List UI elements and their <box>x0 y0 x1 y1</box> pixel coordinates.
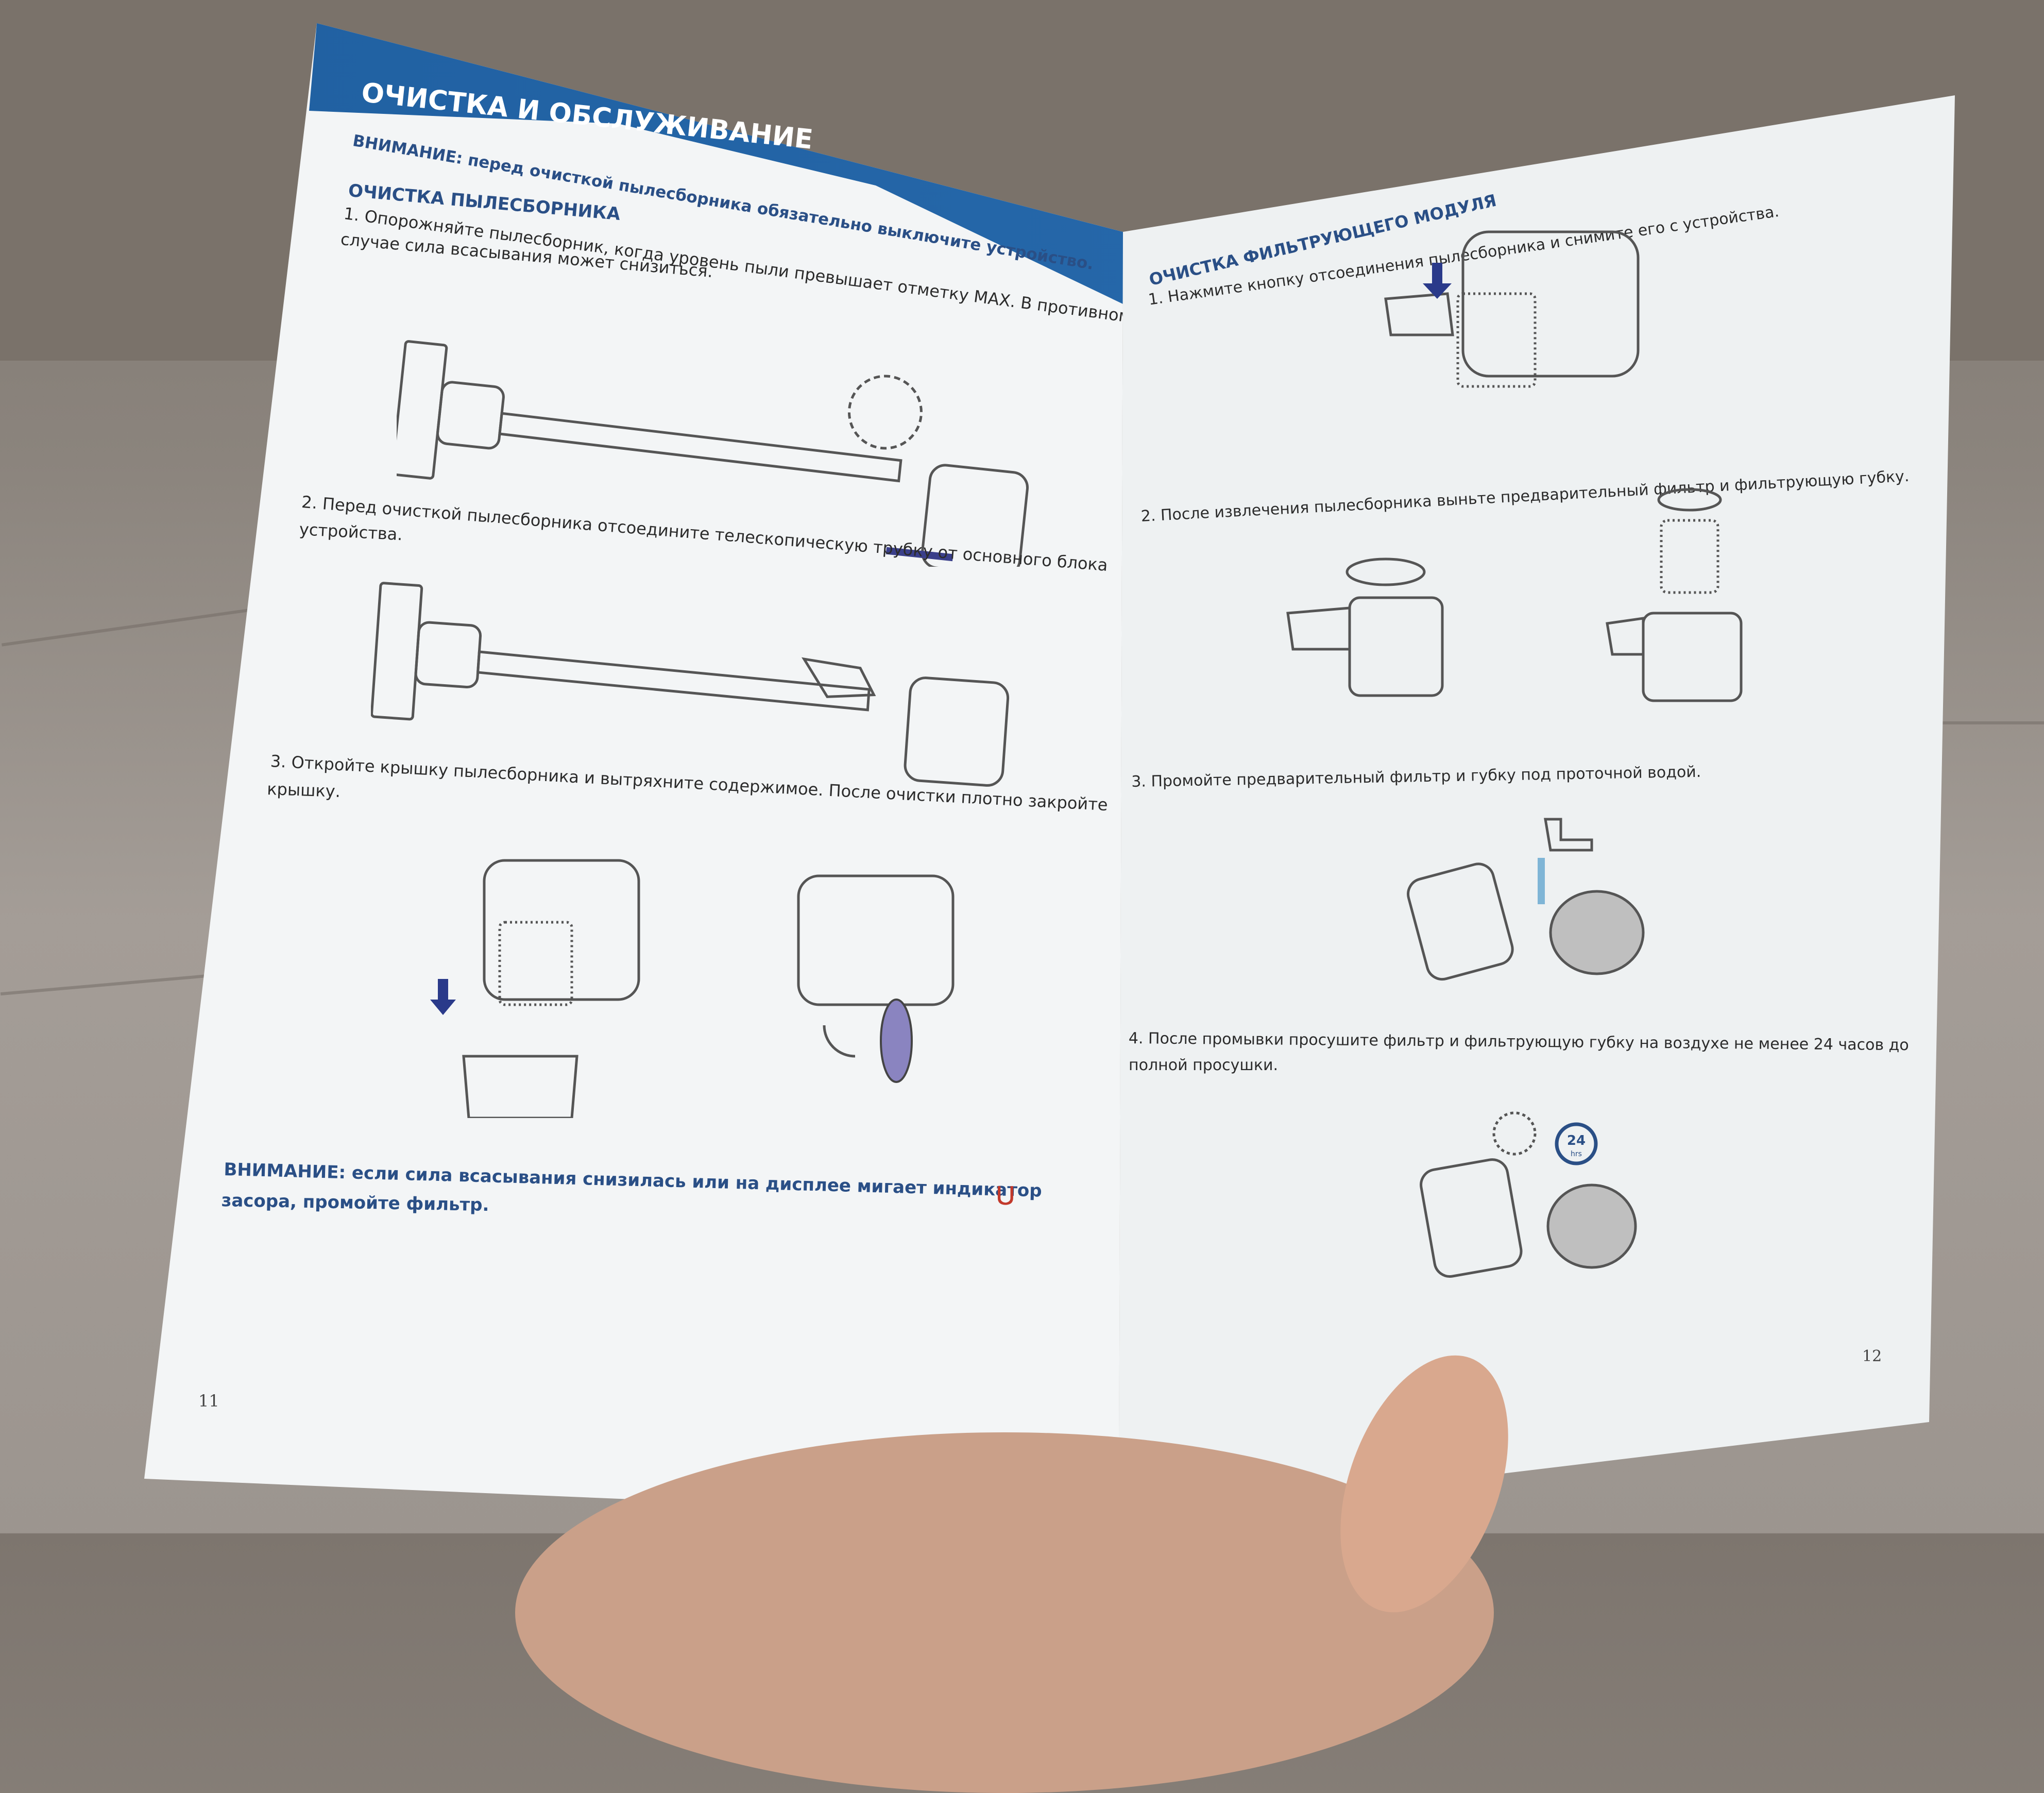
manual-page-right <box>1119 95 1955 1520</box>
page-number-left: 11 <box>198 1391 219 1411</box>
faucet <box>1544 818 1593 852</box>
vacuum-illustration-1 <box>397 340 1029 567</box>
timer-unit: hrs <box>1571 1150 1582 1158</box>
step-3-line2: крышку. <box>266 779 341 801</box>
right-step-4-line2: полной просушки. <box>1129 1056 1279 1074</box>
clog-indicator-icon: ⋃ <box>997 1182 1014 1206</box>
arrow-down-icon <box>430 979 456 1015</box>
page-number-right: 12 <box>1862 1347 1882 1365</box>
magnify-circle <box>847 375 923 450</box>
floor-seam <box>1932 721 2044 724</box>
vacuum-illustration-2 <box>371 582 1010 787</box>
filter-illustration-2 <box>1286 488 1743 702</box>
arrow-down-icon <box>1423 263 1452 299</box>
hand-pressing <box>801 657 876 698</box>
vacuum-illustration-3 <box>430 859 955 1118</box>
trash-bin <box>462 1055 578 1118</box>
water-stream <box>1538 858 1545 904</box>
filter-wash-illustration <box>1407 818 1645 981</box>
sun-icon <box>1492 1111 1537 1156</box>
telescopic-tube <box>498 412 902 483</box>
open-lid <box>880 999 913 1083</box>
filter-illustration-1 <box>1384 230 1640 388</box>
filter-dry-illustration: 24 hrs <box>1420 1111 1637 1278</box>
timer-icon <box>1555 1122 1598 1165</box>
manual-page-left <box>144 23 1123 1520</box>
timer-hours: 24 <box>1567 1133 1586 1148</box>
max-mark <box>885 547 953 562</box>
dust-bin <box>921 464 1029 567</box>
